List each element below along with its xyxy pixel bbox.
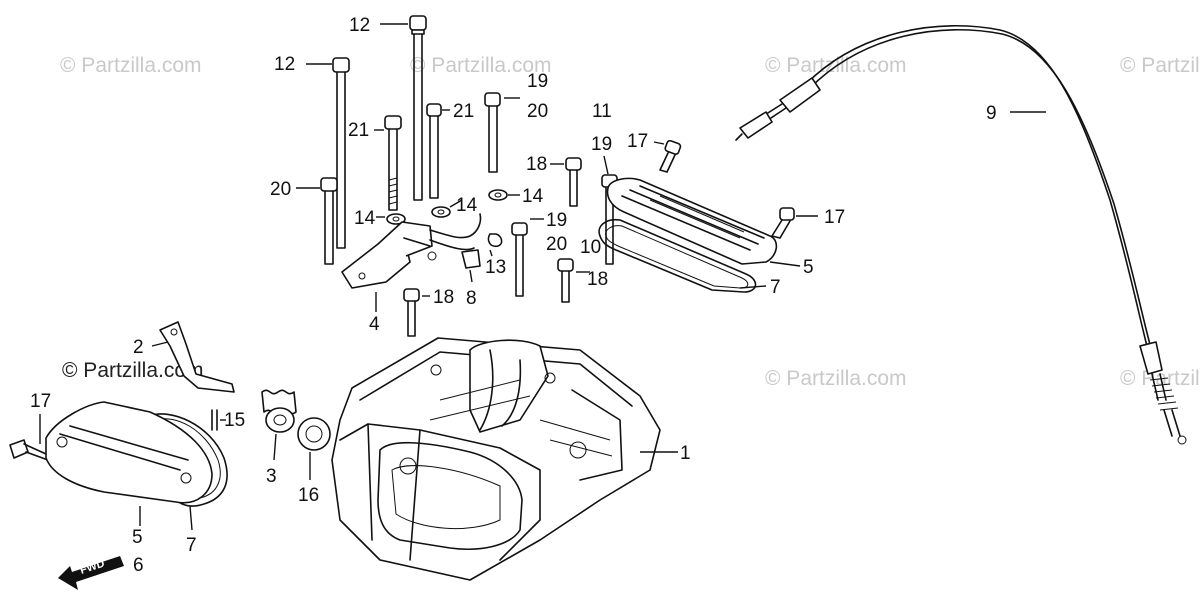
watermarks: © Partzilla.com © Partzilla.com © Partzi… [60,54,1200,390]
bolt-18-top [565,157,582,207]
callout-18: 18 [587,269,608,290]
callout-5: 5 [803,257,814,278]
bolt-12-tall [409,15,427,201]
callout-19: 19 [527,71,548,92]
callout-10: 10 [580,237,601,258]
washers [386,189,508,225]
callout-21: 21 [453,101,474,122]
bolt-17-right [771,207,795,239]
callout-20: 20 [270,179,291,200]
watermark: © Partzilla.com [765,367,907,390]
callout-12: 12 [274,54,295,75]
cylinder-head-cover [331,337,661,581]
bolt-20-left [320,177,338,265]
watermark: © Partzilla.com [62,359,204,382]
callout-14: 14 [456,195,478,216]
callout-20: 20 [546,234,567,255]
watermark: © Partzilla.com [1120,54,1200,77]
bolt-19-20-10 [511,222,528,297]
callout-16: 16 [298,485,319,506]
bolt-12 [332,57,350,249]
callouts: 12 12 19 20 21 21 11 19 17 18 20 14 14 1… [30,15,997,576]
callout-7: 7 [770,277,781,298]
callout-3: 3 [266,466,277,487]
throttle-cable [735,25,1187,445]
small-parts [159,321,331,451]
callout-12: 12 [349,15,370,36]
callout-19: 19 [546,210,567,231]
fwd-arrow-icon: FWD [58,556,124,590]
bolt-17-left [9,439,49,461]
watermark: © Partzilla.com [60,54,202,77]
callout-5: 5 [132,527,143,548]
callout-9: 9 [986,103,997,124]
callout-18: 18 [526,154,547,175]
callout-17: 17 [30,391,51,412]
callout-19: 19 [591,134,612,155]
bracket-assembly [341,213,503,289]
bolt-19-20 [484,92,501,173]
callout-2: 2 [133,337,144,358]
callout-17: 17 [627,131,648,152]
bolt-17-top [659,139,682,173]
callout-14: 14 [354,208,376,229]
callout-18: 18 [433,287,454,308]
callout-15: 15 [224,410,245,431]
callout-6: 6 [133,555,144,576]
bolt-18-low [403,288,420,337]
side-cover-assembly [45,401,228,507]
callout-7: 7 [186,535,197,556]
callout-14: 14 [522,186,544,207]
callout-21: 21 [348,120,369,141]
bolt-21-right [426,103,442,199]
bolts [9,15,795,461]
bolt-21-left [384,115,402,211]
leader-lines [39,23,1046,531]
callout-13: 13 [485,257,506,278]
callout-8: 8 [466,288,477,309]
callout-20: 20 [527,101,548,122]
bolt-18-mid [557,258,574,303]
callout-1: 1 [680,443,691,464]
callout-11: 11 [592,101,612,122]
callout-17: 17 [824,207,845,228]
top-cover-assembly [598,177,778,293]
callout-4: 4 [369,314,380,335]
watermark: © Partzilla.com [410,54,552,77]
